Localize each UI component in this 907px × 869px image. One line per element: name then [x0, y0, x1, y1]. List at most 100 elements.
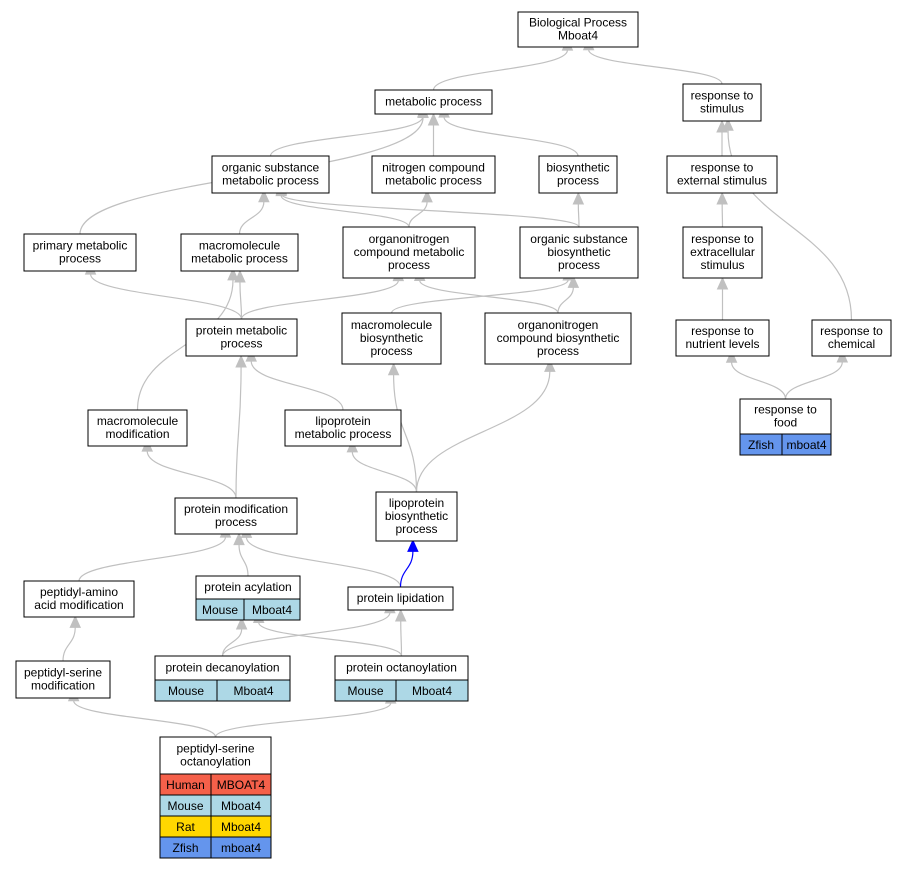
term-node-protein_lipidation[interactable]: protein lipidation [347, 586, 454, 611]
term-label-line: protein acylation [204, 580, 291, 594]
edge-layer [62, 37, 853, 738]
term-box [23, 580, 135, 618]
term-label-line: peptidyl-serine [176, 742, 254, 756]
edge-organonitrogen_compound_metabolic_process-to-nitrogen_compound_metabolic_process [408, 201, 428, 228]
edge-protein_modification_process-to-macromolecule_modification [146, 451, 237, 499]
term-label-line: primary metabolic [33, 239, 128, 253]
term-label-line: biosynthetic [360, 331, 423, 345]
arrowhead-protein_lipidation-to-lipoprotein_biosynthetic_process [407, 539, 419, 552]
edge-organic_substance_metabolic_process-to-metabolic_process [269, 116, 424, 157]
species-label: Mouse [168, 684, 204, 698]
arrowhead-protein_modification_process-to-protein_metabolic_process [235, 354, 247, 368]
term-label-line: food [774, 416, 797, 430]
gene-label: MBOAT4 [217, 778, 266, 792]
arrowhead-protein_acylation-to-protein_modification_process [233, 532, 245, 546]
edge-lipoprotein_biosynthetic_process-to-organonitrogen_compound_biosynthetic_process [415, 371, 551, 493]
term-box [341, 312, 442, 365]
term-box [15, 660, 111, 699]
term-label-line: protein lipidation [357, 591, 444, 605]
arrowhead-response_to_chemical-to-response_to_stimulus [722, 118, 734, 131]
arrowhead-macromolecule_modification-to-macromolecule_metabolic_process [227, 267, 239, 281]
gene-label: mboat4 [786, 438, 826, 452]
arrowhead-response_to_extracellular_stimulus-to-response_to_external_stimulus [716, 191, 728, 205]
gene-label: Mboat4 [412, 684, 452, 698]
edge-metabolic_process-to-bp_root [432, 49, 569, 91]
edge-lipoprotein_metabolic_process-to-protein_metabolic_process [250, 361, 344, 411]
term-label-line: external stimulus [677, 174, 767, 188]
arrowhead-protein_decanoylation-to-protein_acylation [235, 616, 248, 630]
term-label-line: lipoprotein [315, 414, 370, 428]
species-label: Zfish [172, 841, 198, 855]
edge-macromolecule_biosynthetic_process-to-organic_substance_biosynthetic_process [390, 279, 569, 314]
arrowhead-lipoprotein_biosynthetic_process-to-organonitrogen_compound_biosynthetic_process [544, 359, 556, 372]
term-label-line: process [558, 258, 600, 272]
term-label-line: metabolic process [222, 174, 319, 188]
term-label-line: Biological Process [529, 16, 627, 30]
term-label-line: process [537, 344, 579, 358]
arrowhead-response_to_food-to-response_to_chemical [836, 349, 849, 363]
gene-cell [216, 679, 291, 702]
term-label-line: nutrient levels [685, 337, 759, 351]
term-label-line: macromolecule [199, 239, 281, 253]
edge-organonitrogen_compound_biosynthetic_process-to-organic_substance_biosynthetic_process [557, 287, 574, 314]
edge-organic_substance_biosynthetic_process-to-organic_substance_metabolic_process [280, 193, 580, 228]
term-box [375, 491, 458, 542]
edge-protein_lipidation-to-lipoprotein_biosynthetic_process [399, 551, 414, 588]
term-box [517, 11, 639, 48]
term-label-line: biosynthetic [547, 245, 610, 259]
gene-cell [395, 679, 469, 702]
edge-lipoprotein_biosynthetic_process-to-macromolecule_biosynthetic_process [393, 374, 418, 493]
term-node-metabolic_process[interactable]: metabolic process [374, 89, 493, 115]
term-box [374, 89, 493, 115]
arrowhead-organonitrogen_compound_metabolic_process-to-nitrogen_compound_metabolic_process [421, 189, 433, 203]
edge-biosynthetic_process-to-metabolic_process [443, 116, 579, 157]
edge-lipoprotein_biosynthetic_process-to-lipoprotein_metabolic_process [351, 451, 418, 493]
arrowhead-lipoprotein_biosynthetic_process-to-macromolecule_biosynthetic_process [387, 362, 400, 376]
term-label-line: compound metabolic [354, 245, 465, 259]
term-label-line: nitrogen compound [382, 161, 485, 175]
arrowhead-protein_octanoylation-to-protein_lipidation [394, 608, 407, 622]
term-box [87, 409, 188, 447]
arrowhead-nitrogen_compound_metabolic_process-to-metabolic_process [427, 112, 440, 126]
edge-response_to_food-to-response_to_chemical [784, 361, 843, 400]
species-label: Mouse [347, 684, 383, 698]
gene-label: mboat4 [221, 841, 261, 855]
term-label-line: organic substance [530, 232, 628, 246]
arrowhead-organic_substance_biosynthetic_process-to-biosynthetic_process [572, 191, 585, 205]
gene-label: Mboat4 [221, 799, 261, 813]
term-label-line: modification [31, 679, 95, 693]
term-label-line: process [388, 258, 430, 272]
edge-protein_octanoylation-to-protein_lipidation [400, 620, 403, 657]
species-label: Zfish [748, 438, 774, 452]
gene-label: Mboat4 [252, 603, 292, 617]
term-box [180, 233, 299, 272]
